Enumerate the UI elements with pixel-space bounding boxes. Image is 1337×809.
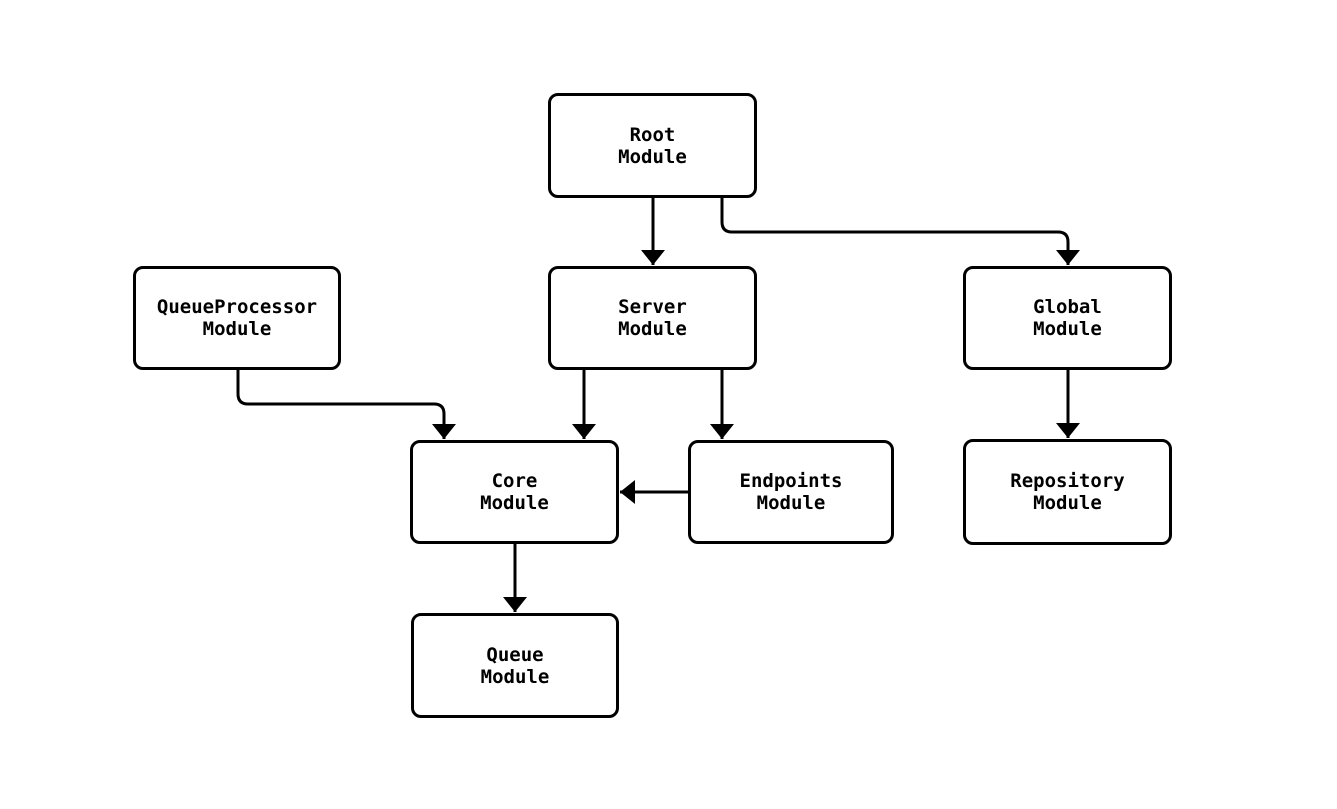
edge-root-to-global [720, 198, 1080, 265]
node-label: Queue Module [480, 643, 550, 688]
edge-queueprocessor-to-core [236, 370, 456, 439]
node-label: QueueProcessor Module [156, 296, 318, 340]
node-repository-module: Repository Module [963, 439, 1172, 545]
node-global-module: Global Module [963, 266, 1172, 370]
node-queueprocessor-module: QueueProcessor Module [133, 266, 341, 370]
node-endpoints-module: Endpoints Module [688, 440, 894, 544]
node-core-module: Core Module [410, 440, 619, 544]
node-label: Global Module [1033, 296, 1102, 340]
node-label: Repository Module [1010, 470, 1125, 514]
node-server-module: Server Module [548, 266, 757, 370]
node-label: Server Module [618, 296, 687, 340]
node-queue-module: Queue Module [411, 613, 619, 718]
node-root-module: Root Module [548, 93, 757, 198]
node-label: Root Module [618, 123, 687, 168]
node-label: Endpoints Module [739, 470, 843, 514]
node-label: Core Module [480, 470, 549, 514]
